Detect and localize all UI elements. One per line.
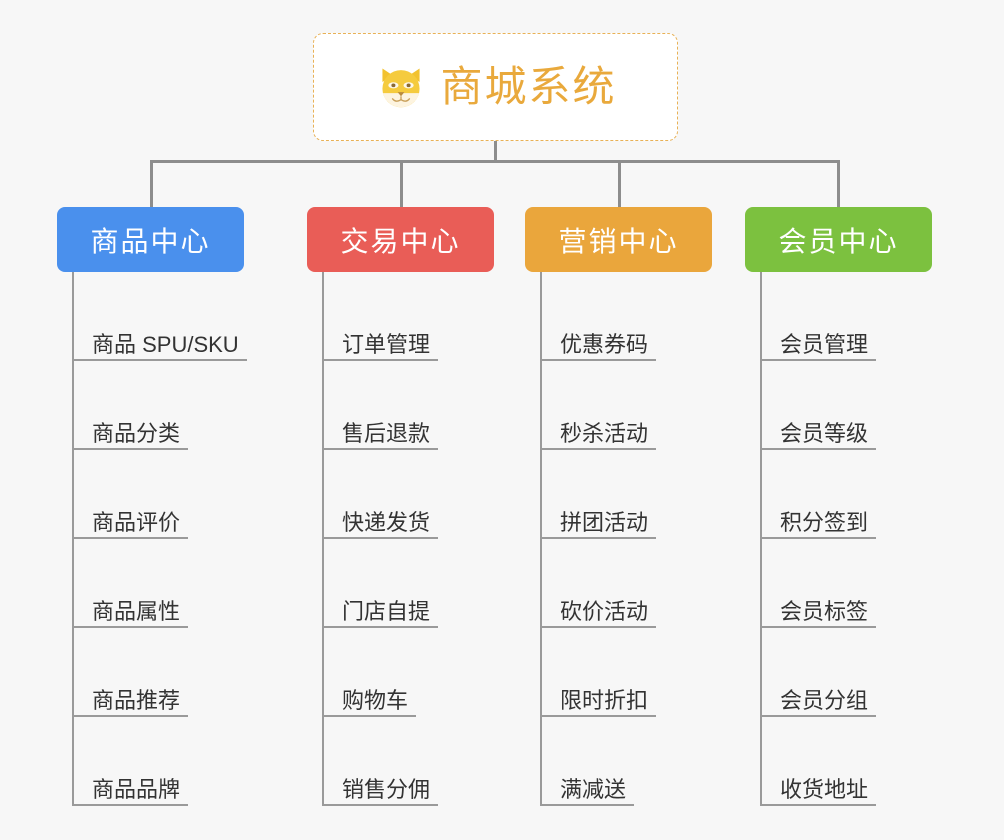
leaf-item[interactable]: 商品品牌	[74, 717, 244, 806]
leaf-underline	[762, 626, 876, 628]
branch-header-trade-center[interactable]: 交易中心	[307, 207, 494, 272]
leaf-label: 商品推荐	[92, 687, 181, 713]
leaf-underline	[762, 359, 876, 361]
branch-header-member-center[interactable]: 会员中心	[745, 207, 932, 272]
branch-title: 会员中心	[778, 225, 899, 257]
branch-member-center: 会员中心 会员管理 会员等级 积分签到 会员标签 会员分组 收货地址	[745, 207, 932, 806]
leaf-underline	[74, 804, 188, 806]
leaf-item[interactable]: 秒杀活动	[542, 361, 712, 450]
leaf-item[interactable]: 门店自提	[324, 539, 494, 628]
leaf-underline	[542, 359, 656, 361]
leaf-underline	[74, 537, 188, 539]
leaf-label: 商品评价	[92, 509, 181, 535]
leaf-item[interactable]: 优惠券码	[542, 272, 712, 361]
leaf-item[interactable]: 订单管理	[324, 272, 494, 361]
leaf-item[interactable]: 商品属性	[74, 539, 244, 628]
branch-trade-center: 交易中心 订单管理 售后退款 快递发货 门店自提 购物车 销售分佣	[307, 207, 494, 806]
leaf-label: 商品 SPU/SKU	[92, 331, 239, 357]
branch-title: 交易中心	[340, 225, 461, 257]
leaf-label: 购物车	[342, 687, 409, 713]
leaf-item[interactable]: 会员标签	[762, 539, 932, 628]
leaf-label: 会员分组	[780, 687, 869, 713]
leaf-item[interactable]: 积分签到	[762, 450, 932, 539]
connector-root-stem	[494, 141, 497, 162]
leaf-label: 门店自提	[342, 598, 431, 624]
shiba-dog-face-icon	[382, 68, 421, 108]
leaf-label: 会员标签	[780, 598, 869, 624]
leaf-list: 商品 SPU/SKU 商品分类 商品评价 商品属性 商品推荐 商品品牌	[72, 272, 247, 806]
leaf-list: 订单管理 售后退款 快递发货 门店自提 购物车 销售分佣	[322, 272, 494, 806]
leaf-item[interactable]: 收货地址	[762, 717, 932, 806]
leaf-item[interactable]: 满减送	[542, 717, 712, 806]
leaf-label: 收货地址	[780, 776, 869, 802]
leaf-list: 优惠券码 秒杀活动 拼团活动 砍价活动 限时折扣 满减送	[540, 272, 712, 806]
leaf-underline	[74, 359, 247, 361]
leaf-underline	[324, 537, 438, 539]
leaf-label: 会员管理	[780, 331, 869, 357]
leaf-item[interactable]: 会员管理	[762, 272, 932, 361]
leaf-label: 满减送	[560, 776, 627, 802]
leaf-label: 快递发货	[342, 509, 431, 535]
leaf-label: 会员等级	[780, 420, 869, 446]
connector-drop-4	[837, 162, 840, 207]
leaf-item[interactable]: 会员分组	[762, 628, 932, 717]
leaf-underline	[324, 804, 438, 806]
leaf-label: 商品品牌	[92, 776, 181, 802]
leaf-item[interactable]: 砍价活动	[542, 539, 712, 628]
leaf-item[interactable]: 商品评价	[74, 450, 244, 539]
leaf-label: 销售分佣	[342, 776, 431, 802]
leaf-underline	[324, 448, 438, 450]
leaf-underline	[542, 448, 656, 450]
leaf-underline	[74, 448, 188, 450]
leaf-underline	[324, 359, 438, 361]
leaf-underline	[324, 626, 438, 628]
leaf-underline	[542, 804, 634, 806]
leaf-list: 会员管理 会员等级 积分签到 会员标签 会员分组 收货地址	[760, 272, 932, 806]
leaf-label: 商品分类	[92, 420, 181, 446]
leaf-underline	[542, 626, 656, 628]
branch-title: 营销中心	[558, 225, 679, 257]
connector-horizontal-bus	[150, 160, 840, 163]
leaf-underline	[74, 626, 188, 628]
leaf-label: 积分签到	[780, 509, 869, 535]
leaf-label: 拼团活动	[560, 509, 649, 535]
leaf-label: 售后退款	[342, 420, 431, 446]
leaf-item[interactable]: 购物车	[324, 628, 494, 717]
branch-header-product-center[interactable]: 商品中心	[57, 207, 244, 272]
leaf-label: 优惠券码	[560, 331, 649, 357]
leaf-underline	[542, 715, 656, 717]
leaf-item[interactable]: 拼团活动	[542, 450, 712, 539]
leaf-label: 商品属性	[92, 598, 181, 624]
leaf-underline	[762, 804, 876, 806]
connector-drop-1	[150, 162, 153, 207]
leaf-label: 秒杀活动	[560, 420, 649, 446]
leaf-item[interactable]: 售后退款	[324, 361, 494, 450]
leaf-underline	[762, 537, 876, 539]
leaf-underline	[762, 448, 876, 450]
leaf-item[interactable]: 限时折扣	[542, 628, 712, 717]
leaf-underline	[542, 537, 656, 539]
leaf-item[interactable]: 快递发货	[324, 450, 494, 539]
connector-drop-3	[618, 162, 621, 207]
branch-title: 商品中心	[90, 225, 211, 257]
branch-product-center: 商品中心 商品 SPU/SKU 商品分类 商品评价 商品属性 商品推荐 商品品牌	[57, 207, 247, 806]
connector-drop-2	[400, 162, 403, 207]
leaf-label: 砍价活动	[560, 598, 649, 624]
leaf-underline	[74, 715, 188, 717]
leaf-item[interactable]: 销售分佣	[324, 717, 494, 806]
root-node[interactable]: 商城系统	[313, 33, 678, 141]
leaf-item[interactable]: 商品推荐	[74, 628, 244, 717]
root-title: 商城系统	[440, 63, 617, 110]
leaf-item[interactable]: 会员等级	[762, 361, 932, 450]
branch-header-marketing-center[interactable]: 营销中心	[525, 207, 712, 272]
leaf-item[interactable]: 商品分类	[74, 361, 244, 450]
leaf-underline	[762, 715, 876, 717]
branch-marketing-center: 营销中心 优惠券码 秒杀活动 拼团活动 砍价活动 限时折扣 满减送	[525, 207, 712, 806]
leaf-label: 订单管理	[342, 331, 431, 357]
leaf-item[interactable]: 商品 SPU/SKU	[74, 272, 247, 361]
leaf-label: 限时折扣	[560, 687, 649, 713]
leaf-underline	[324, 715, 416, 717]
